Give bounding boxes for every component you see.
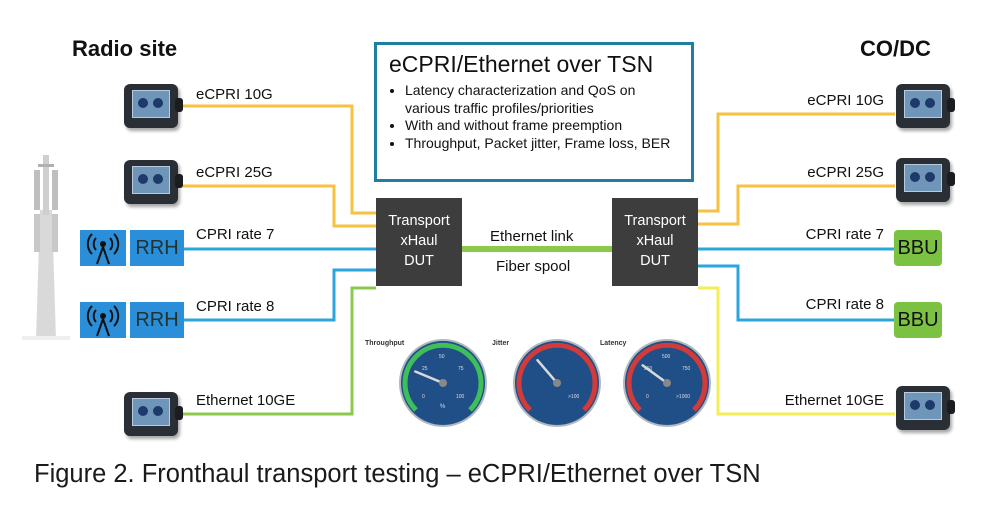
gauge-unit: % (440, 404, 446, 410)
antenna-tower-icon (22, 155, 70, 340)
radio-wave-icon-1 (80, 230, 126, 266)
gauge-needle (641, 364, 669, 385)
right-tester-2-icon (896, 158, 955, 202)
wire-left-cpri-8 (176, 268, 376, 322)
left-label-cpri-8: CPRI rate 8 (196, 298, 275, 315)
right-tester-1-icon (896, 84, 955, 128)
co-dc-title: CO/DC (860, 36, 931, 61)
bbu-box-2: BBU (894, 302, 942, 338)
left-label-ecpri-10g: eCPRI 10G (196, 86, 273, 103)
gauge-tick: >100 (568, 394, 579, 400)
info-box-bullets: Latency characterization and QoS on vari… (389, 82, 679, 152)
left-tester-1-icon (124, 84, 183, 128)
wire-right-ecpri-10g (698, 112, 895, 213)
radio-wave-icon-2 (80, 302, 126, 338)
gauge-tick: 25 (422, 366, 428, 372)
wire-left-ethernet-10ge (176, 286, 376, 416)
left-dut-box: Transport xHaul DUT (376, 198, 462, 286)
right-label-ecpri-10g: eCPRI 10G (807, 92, 884, 109)
gauge-needle (414, 370, 445, 385)
rrh-box-2: RRH (130, 302, 184, 338)
wire-right-ecpri-25g (698, 184, 895, 226)
dut-line-1: Transport (624, 213, 686, 229)
dut-line-2: xHaul (636, 233, 674, 249)
gauge-needle (536, 358, 559, 385)
info-box: eCPRI/Ethernet over TSN Latency characte… (374, 42, 694, 182)
jitter-gauge: >100 (513, 339, 601, 427)
gauge-tick: 100 (456, 394, 465, 400)
wire-right-ethernet-10ge (698, 286, 895, 416)
bbu-box-1: BBU (894, 230, 942, 266)
gauge-tick: 0 (646, 394, 649, 400)
rrh-box-1: RRH (130, 230, 184, 266)
right-tester-3-icon (896, 386, 955, 430)
latency-gauge: 0 250 500 750 >1000 (623, 339, 711, 427)
dut-line-3: DUT (640, 253, 670, 269)
right-label-ethernet-10ge: Ethernet 10GE (784, 392, 884, 409)
gauge-tick: 0 (422, 394, 425, 400)
gauge-title-jitter: Jitter (492, 340, 510, 347)
dut-line-2: xHaul (400, 233, 438, 249)
left-label-ethernet-10ge: Ethernet 10GE (196, 392, 296, 409)
dut-line-1: Transport (388, 213, 450, 229)
gauge-tick: 75 (458, 366, 464, 372)
right-label-cpri-7: CPRI rate 7 (805, 226, 884, 243)
gauge-tick: 500 (662, 354, 671, 360)
gauge-title-latency: Latency (600, 340, 627, 347)
gauge-tick: 750 (682, 366, 691, 372)
dut-line-3: DUT (404, 253, 434, 269)
fiber-spool-label: Fiber spool (496, 258, 571, 275)
wire-right-cpri-8 (698, 264, 895, 322)
figure-caption: Figure 2. Fronthaul transport testing – … (34, 460, 761, 488)
info-box-title: eCPRI/Ethernet over TSN (389, 51, 654, 77)
left-tester-2-icon (124, 160, 183, 204)
left-label-cpri-7: CPRI rate 7 (196, 226, 275, 243)
right-dut-box: Transport xHaul DUT (612, 198, 698, 286)
wire-left-ecpri-25g (176, 184, 376, 228)
left-label-ecpri-25g: eCPRI 25G (196, 164, 273, 181)
radio-site-title: Radio site (72, 36, 178, 61)
left-tester-3-icon (124, 392, 183, 436)
right-label-cpri-8: CPRI rate 8 (805, 296, 884, 313)
ethernet-link-label: Ethernet link (490, 228, 574, 245)
throughput-gauge: 0 25 50 75 100 % (399, 339, 487, 427)
gauge-title-throughput: Throughput (365, 340, 405, 347)
wire-left-ecpri-10g (176, 104, 376, 215)
right-label-ecpri-25g: eCPRI 25G (807, 164, 884, 181)
gauge-tick: >1000 (676, 394, 690, 400)
info-bullet: With and without frame preemption (405, 117, 679, 135)
info-bullet: Throughput, Packet jitter, Frame loss, B… (405, 135, 679, 153)
info-bullet: Latency characterization and QoS on vari… (405, 82, 679, 117)
gauge-tick: 50 (439, 354, 445, 360)
